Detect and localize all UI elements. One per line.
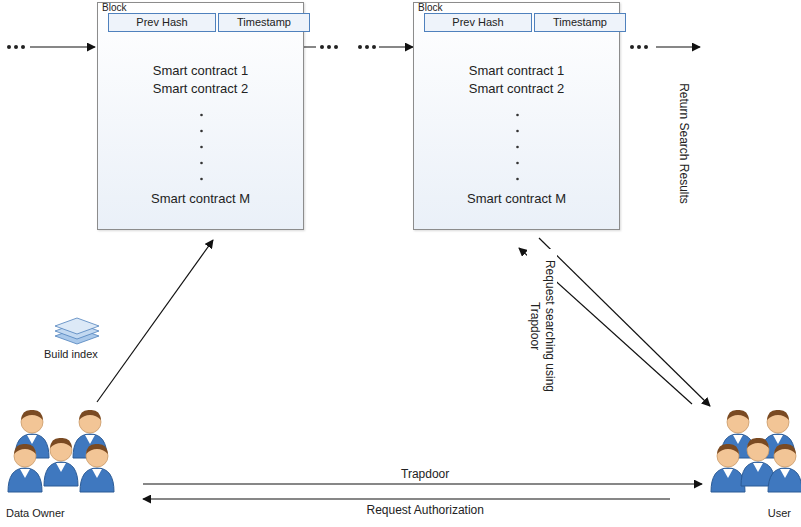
chain-arrow: [30, 46, 95, 47]
block-title: Block: [418, 2, 442, 13]
block-box: BlockSmart contract 1 Smart contract 2 Sma…: [413, 2, 620, 230]
edge-label: Trapdoor: [399, 467, 451, 482]
contract-label: Smart contract 1: [98, 63, 303, 78]
data-owner-icon: [8, 410, 114, 492]
field-label: Timestamp: [219, 14, 309, 31]
chain-arrow: [656, 46, 700, 47]
field-label: Prev Hash: [109, 14, 215, 31]
block-title: Block: [102, 2, 126, 13]
edge-label: Return Search Results: [675, 81, 690, 206]
connector-arrow: [143, 483, 702, 484]
connector-arrow: [143, 498, 670, 499]
user-icon: [711, 410, 801, 492]
contract-label: Smart contract 1: [414, 63, 619, 78]
block-box: BlockSmart contract 1 Smart contract 2 Sma…: [97, 2, 304, 230]
index-icon: [55, 318, 99, 344]
header-field: Timestamp: [218, 13, 310, 32]
icon-label: Build index: [44, 348, 98, 360]
header-field: Prev Hash: [108, 13, 216, 32]
connector-arrow: [519, 248, 692, 404]
edge-label: Request searching using Trapdoor: [527, 249, 557, 403]
actor-label: Data Owner: [6, 507, 65, 519]
contract-label: Smart contract 2: [98, 81, 303, 96]
contract-label: Smart contract 2: [414, 81, 619, 96]
connector-arrow: [539, 238, 710, 406]
header-field: Prev Hash: [424, 13, 532, 32]
connector-arrow: [97, 240, 213, 402]
actor-group: User: [700, 400, 799, 524]
connector-arrow: [304, 46, 413, 47]
actor-label: User: [768, 507, 791, 519]
header-field: Timestamp: [534, 13, 626, 32]
field-label: Timestamp: [535, 14, 625, 31]
contract-label: Smart contract M: [98, 191, 303, 206]
field-label: Prev Hash: [425, 14, 531, 31]
edge-label: Request Authorization: [365, 503, 486, 518]
actor-group: Data Owner: [2, 400, 137, 524]
contract-label: Smart contract M: [414, 191, 619, 206]
